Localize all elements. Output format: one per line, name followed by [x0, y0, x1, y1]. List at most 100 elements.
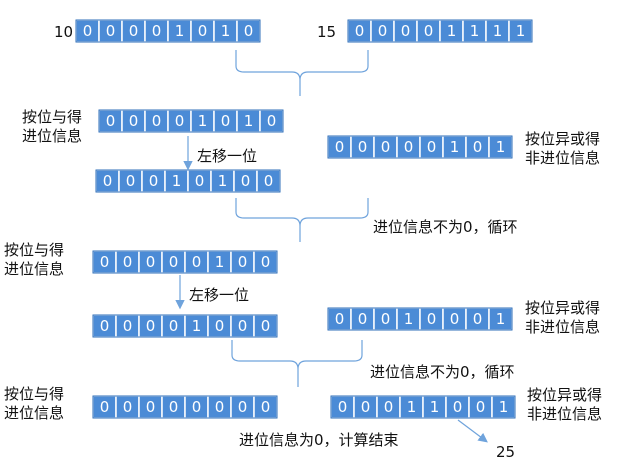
bit-value: 0: [129, 22, 139, 40]
and-label-line2: 进位信息: [4, 404, 65, 422]
and-label-line1: 按位与得: [22, 108, 83, 126]
bit-value: 0: [424, 22, 434, 40]
carry-zero-label: 进位信息为0，计算结束: [239, 431, 399, 449]
xor-label-line2: 非进位信息: [525, 318, 601, 336]
bit-value: 0: [358, 310, 368, 328]
bit-value: 0: [100, 253, 110, 271]
bit-value: 0: [355, 22, 365, 40]
bit-value: 1: [192, 317, 202, 335]
bit-value: 1: [198, 112, 208, 130]
bit-value: 0: [238, 253, 248, 271]
and-label-line2: 进位信息: [4, 260, 65, 278]
bit-value: 0: [146, 253, 156, 271]
xor-label-line2: 非进位信息: [527, 405, 603, 423]
bit-value: 0: [473, 138, 483, 156]
bit-value: 0: [427, 310, 437, 328]
brace-1: [235, 50, 369, 96]
bit-value: 0: [169, 398, 179, 416]
bit-value: 0: [267, 112, 277, 130]
bit-value: 1: [493, 22, 503, 40]
bit-value: 0: [361, 398, 371, 416]
bit-value: 0: [358, 138, 368, 156]
bit-value: 0: [381, 310, 391, 328]
carry-not-zero-label: 进位信息不为0，循环: [373, 218, 518, 236]
register-outline: [75, 19, 261, 43]
brace-3: [231, 340, 363, 387]
carry-not-zero-label: 进位信息不为0，循环: [370, 363, 515, 381]
number-result: 25: [496, 443, 516, 461]
number-b: 15: [317, 23, 337, 41]
bit-value: 0: [427, 138, 437, 156]
bit-value: 1: [244, 112, 254, 130]
bit-value: 1: [172, 172, 182, 190]
bit-value: 0: [129, 112, 139, 130]
bit-value: 1: [175, 22, 185, 40]
and-label-line1: 按位与得: [4, 241, 65, 259]
register-outline: [92, 250, 278, 274]
bit-value: 0: [100, 398, 110, 416]
bit-value: 0: [453, 398, 463, 416]
bit-value: 0: [192, 398, 202, 416]
bit-value: 0: [261, 317, 271, 335]
bit-value: 0: [476, 398, 486, 416]
bit-value: 0: [149, 172, 159, 190]
bit-value: 0: [192, 253, 202, 271]
bit-value: 1: [221, 22, 231, 40]
bit-value: 1: [215, 253, 225, 271]
bit-value: 0: [126, 172, 136, 190]
register-outline: [330, 395, 516, 419]
bit-value: 1: [450, 138, 460, 156]
bit-value: 0: [169, 317, 179, 335]
brace-2: [235, 198, 369, 242]
bit-value: 1: [218, 172, 228, 190]
bit-value: 0: [404, 138, 414, 156]
bit-value: 1: [496, 310, 506, 328]
bit-value: 0: [381, 138, 391, 156]
xor-label-line1: 按位异或得: [525, 130, 601, 148]
bit-value: 0: [335, 310, 345, 328]
bit-value: 0: [83, 22, 93, 40]
bit-value: 0: [100, 317, 110, 335]
bit-value: 0: [261, 253, 271, 271]
bit-value: 0: [244, 22, 254, 40]
bit-value: 0: [215, 317, 225, 335]
bit-value: 1: [447, 22, 457, 40]
register-outline: [92, 314, 278, 338]
xor-label-line1: 按位异或得: [525, 299, 601, 317]
bit-value: 1: [496, 138, 506, 156]
bit-value: 1: [470, 22, 480, 40]
bit-value: 0: [146, 317, 156, 335]
bit-value: 0: [106, 112, 116, 130]
bit-value: 0: [221, 112, 231, 130]
bit-value: 0: [152, 112, 162, 130]
bit-value: 0: [238, 398, 248, 416]
bit-value: 0: [261, 398, 271, 416]
bit-value: 0: [123, 317, 133, 335]
bit-value: 1: [430, 398, 440, 416]
result-arrow: [457, 419, 488, 443]
number-a: 10: [54, 23, 74, 41]
bit-value: 1: [407, 398, 417, 416]
bit-value: 0: [473, 310, 483, 328]
bit-value: 1: [499, 398, 509, 416]
bit-value: 0: [378, 22, 388, 40]
bit-value: 0: [450, 310, 460, 328]
bit-value: 0: [169, 253, 179, 271]
register-outline: [98, 109, 284, 133]
bit-value: 0: [384, 398, 394, 416]
and-label-line2: 进位信息: [22, 127, 83, 145]
bit-value: 0: [241, 172, 251, 190]
bit-value: 0: [215, 398, 225, 416]
bit-value: 0: [103, 172, 113, 190]
bit-value: 0: [238, 317, 248, 335]
bit-value: 0: [152, 22, 162, 40]
